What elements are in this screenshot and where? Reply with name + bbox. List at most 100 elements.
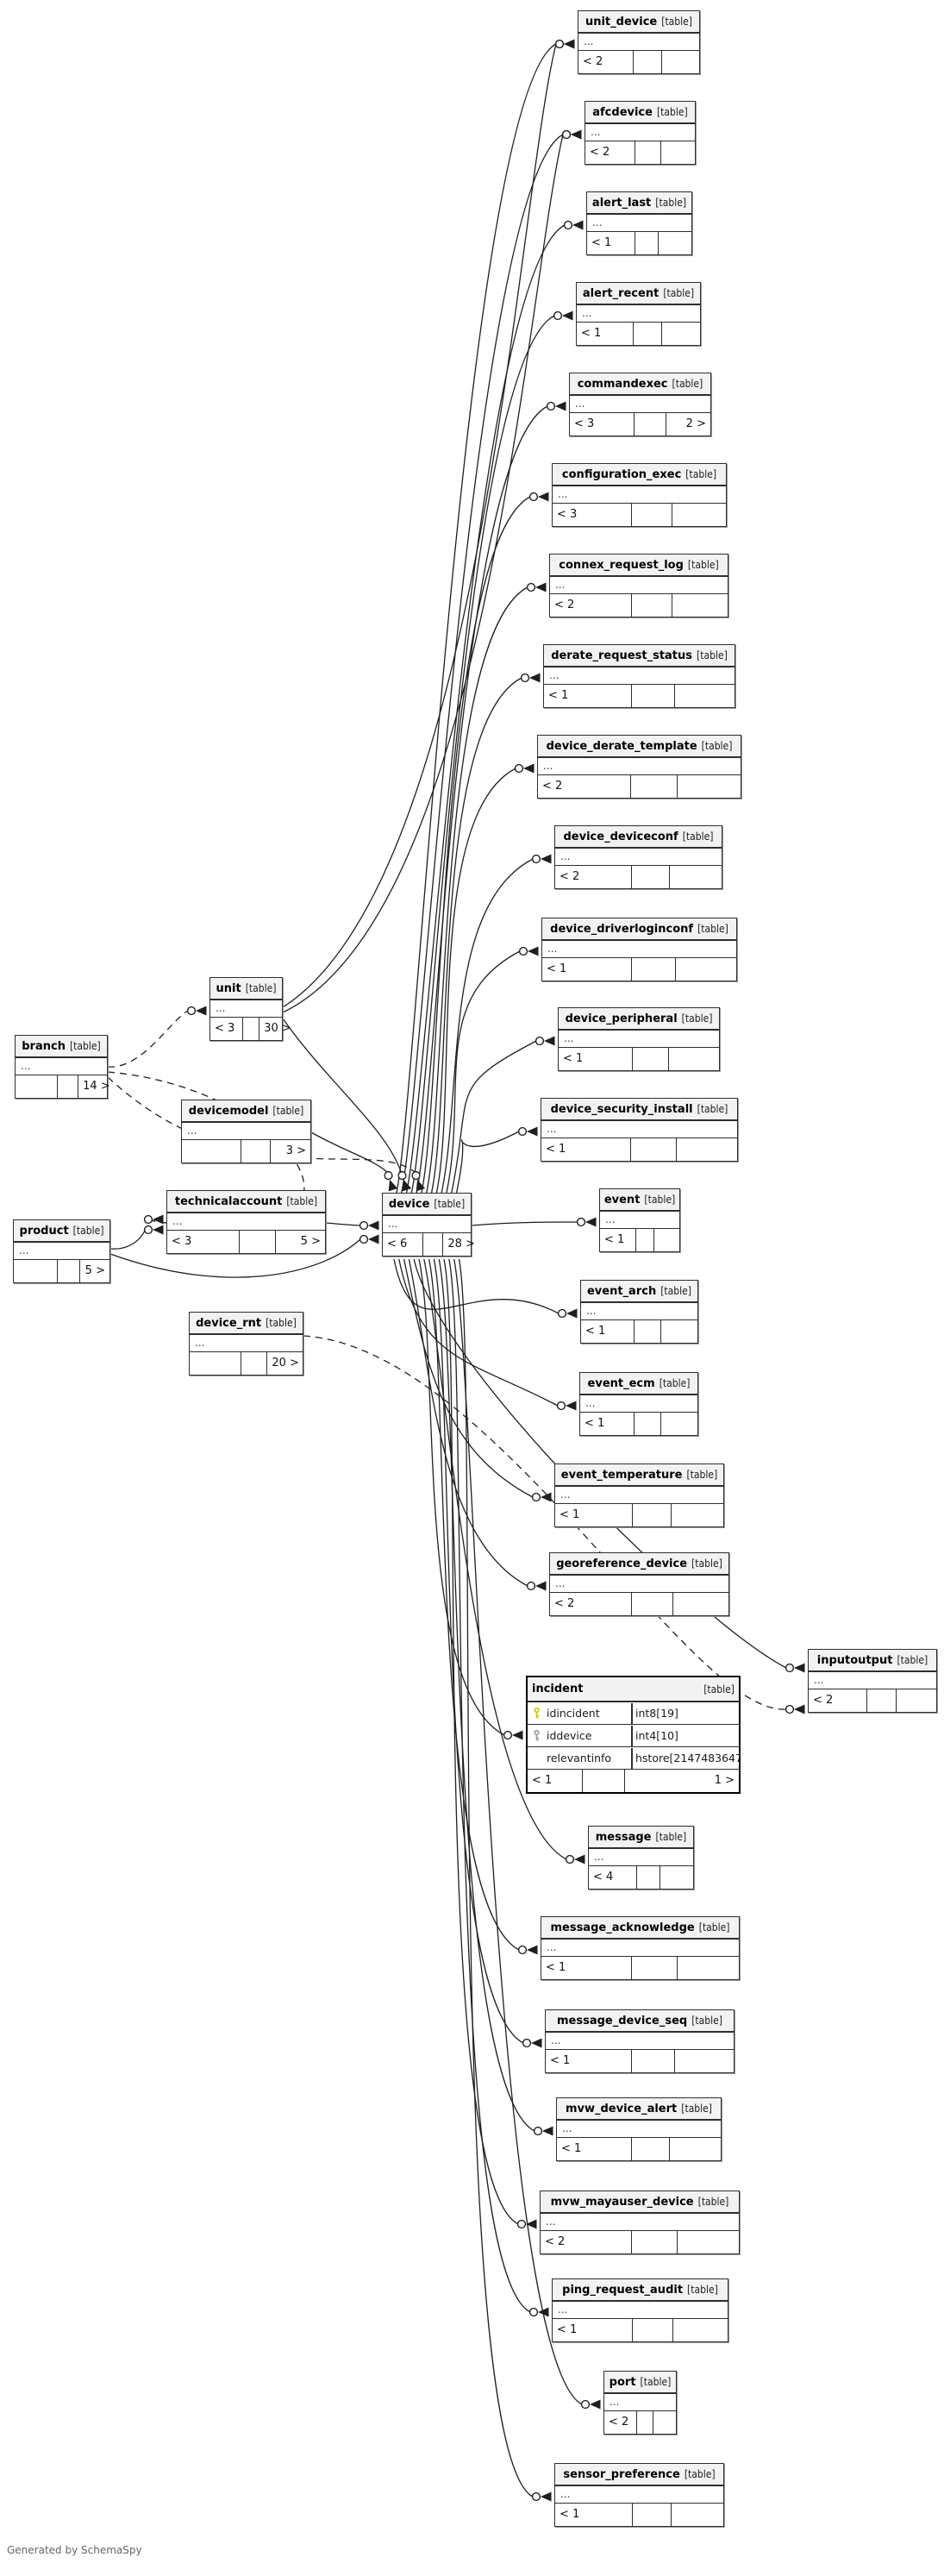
footer-mid-cell [58, 1260, 80, 1282]
table-columns-ellipsis: ... [555, 2486, 723, 2504]
footer-mid-cell [634, 323, 662, 345]
footer-child-count [673, 1593, 728, 1615]
footer-child-count: 2 > [685, 417, 706, 430]
table-header: message [table] [589, 1827, 693, 1849]
table-configuration_exec[interactable]: configuration_exec [table] ... < 3 [552, 463, 727, 527]
table-tag: [table] [682, 830, 714, 843]
table-footer: < 1 [541, 1138, 737, 1161]
table-commandexec[interactable]: commandexec [table] ... < 3 2 > [569, 373, 711, 436]
table-event[interactable]: event [table] ... < 1 [599, 1188, 680, 1252]
table-tag: [table] [703, 1683, 735, 1695]
table-columns-ellipsis: ... [14, 1243, 109, 1260]
table-device_deviceconf[interactable]: device_deviceconf [table] ... < 2 [554, 825, 722, 889]
table-inputoutput[interactable]: inputoutput [table] ... < 2 [808, 1649, 937, 1713]
table-technicalaccount[interactable]: technicalaccount [table] ... < 3 5 > [166, 1190, 326, 1254]
table-name: mvw_mayauser_device [550, 2195, 694, 2209]
footer-mid-cell [635, 1413, 661, 1435]
table-header: device [table] [383, 1194, 471, 1216]
footer-parent-count: < 3 [210, 1018, 244, 1040]
table-columns-ellipsis: ... [167, 1213, 325, 1231]
column-name: iddevice [547, 1729, 592, 1742]
table-device[interactable]: device [table] ... < 6 28 > [382, 1193, 475, 1257]
table-columns-ellipsis: ... [578, 34, 699, 51]
footer-mid-cell [632, 1957, 678, 1979]
table-tag: [table] [697, 2196, 729, 2208]
table-name: product [19, 1224, 69, 1238]
table-mvw_device_alert[interactable]: mvw_device_alert [table] ... < 1 [556, 2097, 722, 2161]
footer-parent-count: < 2 [585, 141, 636, 164]
table-tag: [table] [685, 468, 717, 480]
table-tag: [table] [655, 197, 687, 209]
table-name: incident [532, 1683, 584, 1695]
table-event_ecm[interactable]: event_ecm [table] ... < 1 [579, 1372, 698, 1436]
table-product[interactable]: product [table] ... 5 > [13, 1219, 110, 1283]
table-derate_request_status[interactable]: derate_request_status [table] ... < 1 [543, 644, 735, 708]
table-port[interactable]: port [table] ... < 2 [603, 2371, 677, 2435]
footer-parent-count [16, 1075, 58, 1098]
relationship-line [401, 134, 564, 1194]
footer-child-count [672, 594, 728, 617]
table-name: devicemodel [188, 1104, 269, 1118]
relationship-line [418, 1258, 505, 1736]
relationship-line [430, 677, 522, 1194]
relationship-line [453, 1258, 583, 2405]
footer-parent-count: < 2 [555, 866, 632, 888]
table-mvw_mayauser_device[interactable]: mvw_mayauser_device [table] ... < 2 [540, 2191, 740, 2254]
table-afcdevice[interactable]: afcdevice [table] ... < 2 [585, 101, 696, 165]
table-branch[interactable]: branch [table] ... 14 > [15, 1035, 110, 1099]
table-event_temperature[interactable]: event_temperature [table] ... < 1 [554, 1463, 724, 1527]
footer-mid-cell [631, 1138, 677, 1161]
footer-parent-count: < 2 [578, 51, 635, 73]
crow-foot-connector [526, 582, 547, 592]
relationship-line [408, 1258, 528, 1587]
footer-child-count: 14 > [83, 1080, 110, 1093]
column-type: hstore[2147483647] [631, 1747, 739, 1769]
table-tag: [table] [655, 1831, 687, 1843]
footer-mid-cell [632, 2138, 671, 2160]
table-tag: [table] [672, 378, 703, 390]
table-header: mvw_device_alert [table] [557, 2098, 721, 2121]
table-connex_request_log[interactable]: connex_request_log [table] ... < 2 [549, 554, 728, 617]
table-devicemodel[interactable]: devicemodel [table] ... 3 > [181, 1100, 311, 1163]
table-device_rnt[interactable]: device_rnt [table] ... 20 > [189, 1312, 303, 1376]
table-ping_request_audit[interactable]: ping_request_audit [table] ... < 1 [552, 2278, 728, 2342]
table-header: derate_request_status [table] [544, 645, 735, 668]
table-header: device_security_install [table] [541, 1099, 737, 1121]
table-columns-ellipsis: ... [589, 1849, 693, 1866]
footer-parent-count: < 1 [555, 2504, 633, 2526]
table-footer: < 2 [541, 2231, 739, 2253]
footer-mid-cell [637, 2411, 654, 2434]
table-device_derate_template[interactable]: device_derate_template [table] ... < 2 [537, 735, 741, 799]
table-footer: < 1 [553, 2319, 728, 2341]
crow-foot-connector [785, 1704, 805, 1714]
relationship-line [282, 134, 564, 1013]
footer-child-count: 1 > [714, 1774, 735, 1787]
table-message_acknowledge[interactable]: message_acknowledge [table] ... < 1 [541, 1916, 740, 1980]
footer-parent-count: < 6 [383, 1233, 423, 1256]
table-footer: < 2 [550, 594, 728, 617]
table-name: mvw_device_alert [565, 2102, 678, 2115]
generated-by-note: Generated by SchemaSpy [7, 2544, 142, 2556]
table-unit[interactable]: unit [table] ... < 3 30 > [209, 977, 291, 1041]
footer-mid-cell [632, 594, 673, 617]
footer-child-count [661, 1413, 697, 1435]
table-alert_recent[interactable]: alert_recent [table] ... < 1 [576, 282, 701, 346]
table-footer: < 3 5 > [167, 1231, 325, 1253]
table-event_arch[interactable]: event_arch [table] ... < 1 [580, 1280, 698, 1344]
table-device_driverloginconf[interactable]: device_driverloginconf [table] ... < 1 [541, 918, 737, 981]
table-unit_device[interactable]: unit_device [table] ... < 2 [578, 10, 700, 74]
table-name: alert_recent [582, 286, 660, 300]
table-georeference_device[interactable]: georeference_device [table] ... < 2 [549, 1552, 729, 1616]
table-name: event_arch [586, 1284, 657, 1298]
table-columns-ellipsis: ... [559, 1031, 719, 1048]
table-device_security_install[interactable]: device_security_install [table] ... < 1 [541, 1098, 738, 1162]
crow-foot-connector [563, 220, 584, 230]
table-alert_last[interactable]: alert_last [table] ... < 1 [586, 191, 692, 255]
table-sensor_preference[interactable]: sensor_preference [table] ... < 1 [554, 2463, 724, 2527]
table-device_peripheral[interactable]: device_peripheral [table] ... < 1 [558, 1007, 720, 1071]
table-name: device_derate_template [546, 739, 697, 753]
table-message_device_seq[interactable]: message_device_seq [table] ... < 1 [545, 2009, 735, 2073]
table-message[interactable]: message [table] ... < 4 [588, 1826, 694, 1890]
